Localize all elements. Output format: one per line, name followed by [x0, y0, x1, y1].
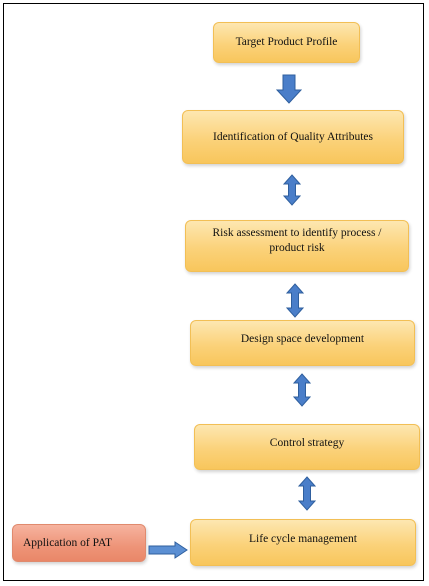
node-label: Control strategy: [269, 437, 345, 449]
node-identification-quality-attributes: Identification of Quality Attributes: [182, 110, 404, 164]
diagram-frame: [3, 3, 424, 581]
double-arrow-icon: [283, 174, 301, 206]
node-label: Target Product Profile: [235, 36, 338, 49]
node-label: Identification of Quality Attributes: [212, 130, 373, 143]
double-arrow-icon: [293, 373, 311, 407]
node-label: Application of PAT: [23, 536, 113, 549]
node-design-space: Design space development: [190, 320, 415, 366]
node-label: Life cycle management: [249, 533, 357, 545]
node-application-pat: Application of PAT: [12, 524, 146, 562]
node-control-strategy: Control strategy: [194, 424, 420, 470]
node-label: Risk assessment to identify process / pr…: [212, 227, 382, 254]
node-label: Design space development: [240, 333, 365, 345]
down-arrow-icon: [276, 74, 302, 104]
node-target-product-profile: Target Product Profile: [213, 22, 360, 63]
double-arrow-icon: [286, 283, 304, 318]
right-arrow-icon: [148, 541, 188, 559]
node-life-cycle: Life cycle management: [190, 519, 416, 566]
double-arrow-icon: [298, 476, 316, 511]
node-risk-assessment: Risk assessment to identify process / pr…: [185, 220, 409, 272]
